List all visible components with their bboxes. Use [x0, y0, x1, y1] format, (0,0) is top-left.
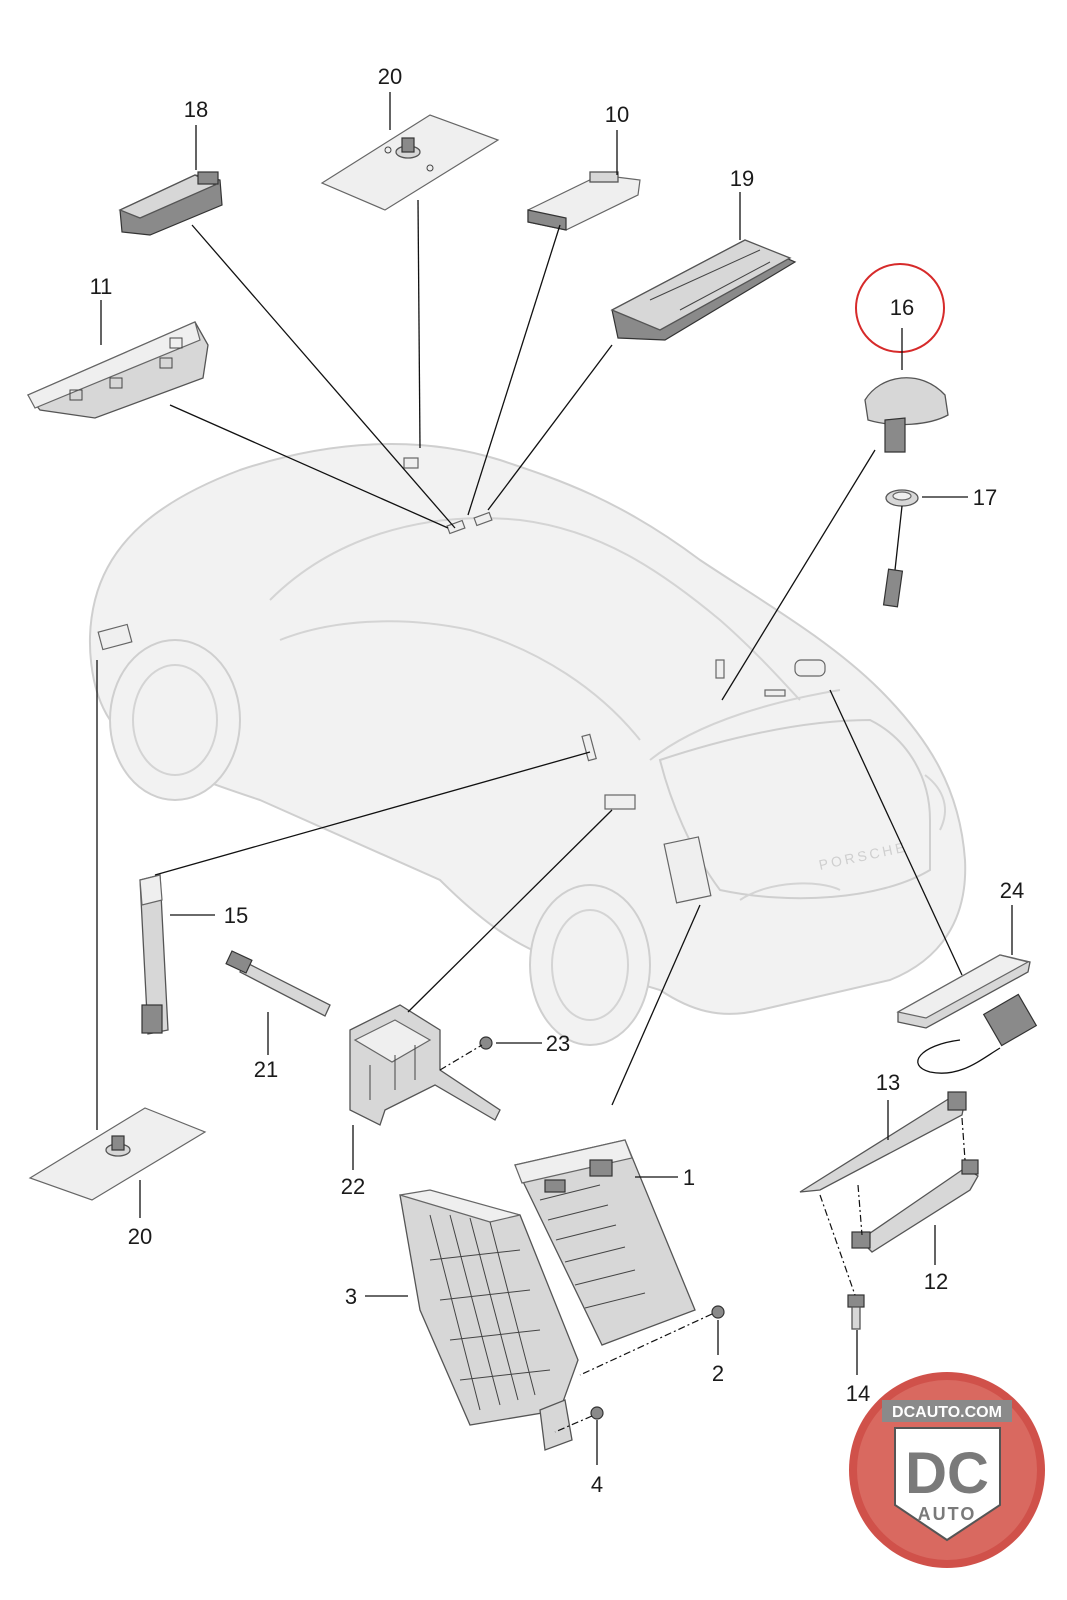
part-14-bolt [847, 1294, 865, 1330]
label-3: 3 [345, 1284, 357, 1309]
part-1-control-unit [514, 1139, 696, 1346]
label-4: 4 [591, 1472, 603, 1497]
part-11-bracket [26, 321, 209, 419]
part-2-screw [711, 1305, 725, 1319]
label-22: 22 [341, 1174, 365, 1199]
part-10-module [527, 171, 641, 231]
label-24: 24 [1000, 878, 1024, 903]
label-12: 12 [924, 1269, 948, 1294]
part-15-antenna-amplifier [139, 874, 169, 1035]
leader-lines [96, 92, 1013, 1465]
part-17-seal-and-cable [882, 489, 919, 608]
label-16: 16 [890, 295, 914, 320]
part-18-antenna-amplifier [118, 171, 223, 236]
part-13-bracket [799, 1091, 967, 1193]
logo-text-bottom: AUTO [918, 1504, 977, 1524]
part-19-antenna-module [610, 239, 797, 341]
label-21: 21 [254, 1057, 278, 1082]
label-20-bottom: 20 [128, 1224, 152, 1249]
part-23-nut [479, 1036, 493, 1050]
vehicle-outline: PORSCHE [89, 443, 967, 1046]
label-20-top: 20 [378, 64, 402, 89]
label-23: 23 [546, 1031, 570, 1056]
part-3-control-unit-housing [399, 1189, 579, 1451]
part-21-antenna-rod [225, 950, 331, 1017]
part-20-top-antenna-plate [320, 114, 500, 211]
part-4-screw [590, 1406, 604, 1420]
part-16-roof-antenna [855, 263, 949, 453]
callout-labels: 20 18 10 19 11 16 17 15 24 23 21 13 1 22… [90, 64, 1025, 1497]
logo-text-mid: DC [905, 1441, 989, 1506]
label-19: 19 [730, 166, 754, 191]
part-22-bracket [349, 1004, 501, 1126]
part-20-bottom-antenna-plate [28, 1107, 207, 1201]
dcauto-logo: DCAUTO.COM DC AUTO [849, 1372, 1045, 1568]
part-12-antenna-amplifier [851, 1159, 979, 1253]
label-2: 2 [712, 1361, 724, 1386]
highlight-circle [855, 263, 945, 353]
logo-text-top: DCAUTO.COM [892, 1404, 1002, 1421]
label-15: 15 [224, 903, 248, 928]
label-1: 1 [683, 1165, 695, 1190]
label-17: 17 [973, 485, 997, 510]
label-18: 18 [184, 97, 208, 122]
label-10: 10 [605, 102, 629, 127]
label-13: 13 [876, 1070, 900, 1095]
label-11: 11 [90, 274, 113, 299]
assembly-lines [439, 1044, 966, 1433]
part-24-module [896, 954, 1038, 1074]
label-14: 14 [846, 1381, 870, 1406]
